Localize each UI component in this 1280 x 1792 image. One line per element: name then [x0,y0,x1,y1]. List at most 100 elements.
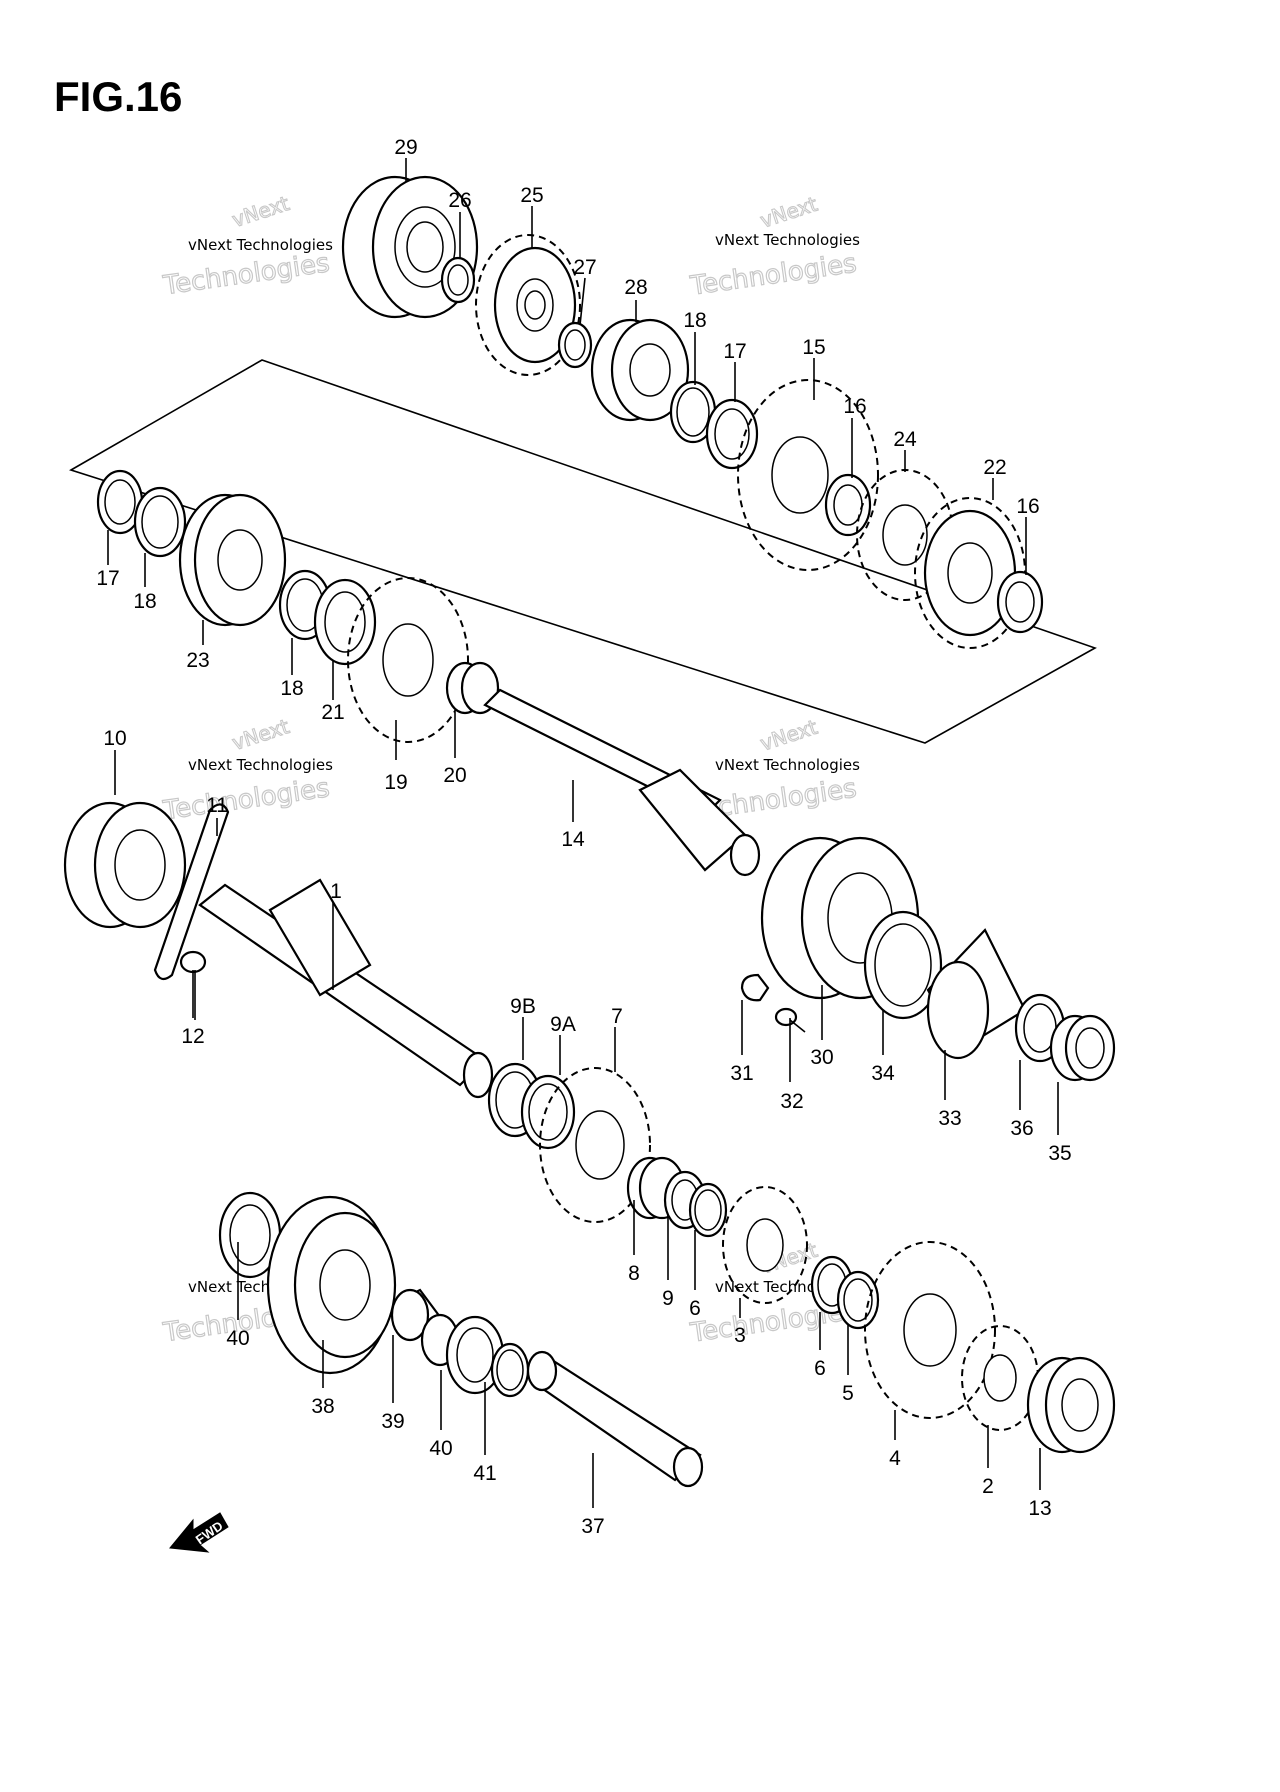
part-31-lock-tab [740,973,770,1002]
part-25-gear [475,234,581,376]
part-34-shim [863,910,943,1020]
label-28: 28 [624,276,647,299]
part-21-washer [313,578,377,666]
label-13: 13 [1028,1497,1051,1520]
label-16-top: 16 [843,395,866,418]
label-31: 31 [730,1062,753,1085]
label-7: 7 [611,1005,623,1028]
label-18-top: 18 [683,309,706,332]
label-3: 3 [734,1324,746,1347]
label-25: 25 [520,184,543,207]
part-1-shaft [198,878,494,1099]
part-14-shaft [483,688,761,877]
watermark-brand: vNext [229,191,292,232]
label-24: 24 [893,428,917,451]
label-18-mid: 18 [280,677,303,700]
label-39: 39 [381,1410,404,1433]
label-18-left: 18 [133,590,156,613]
watermark-top-left: vNext vNext Technologies Technologies [160,190,333,301]
label-21: 21 [321,701,344,724]
label-8: 8 [628,1262,640,1285]
part-37-shaft [526,1350,704,1488]
label-9a: 9A [550,1013,576,1036]
part-28-collar [590,318,690,422]
watermark-text-large: Technologies [161,248,332,301]
label-41: 41 [473,1462,496,1485]
watermark-text: vNext Technologies [188,756,333,774]
label-17-top: 17 [723,340,746,363]
figure-title: FIG.16 [54,73,182,120]
label-12: 12 [181,1025,204,1048]
label-4: 4 [889,1447,901,1470]
label-19: 19 [384,771,407,794]
watermark-text-large: Technologies [161,773,332,826]
part-27-washer [557,321,593,369]
label-10: 10 [103,727,126,750]
watermark-brand: vNext [229,714,292,755]
watermark-text: vNext Technologies [188,236,333,254]
watermark-brand: vNext [757,715,820,756]
part-labels: 29 26 25 27 28 18 17 15 16 24 22 16 17 1… [96,136,1071,1538]
label-26: 26 [448,189,471,212]
part-20-bushing [445,661,500,715]
part-2-gear [961,1325,1039,1431]
label-27: 27 [573,256,596,279]
part-10-bearing [63,801,187,929]
part-18-circlip-left [133,486,187,558]
label-6-right: 6 [814,1357,826,1380]
label-29: 29 [394,136,417,159]
part-13-bearing [1026,1356,1116,1454]
part-40-washer-mid [445,1315,505,1395]
part-32-screw [774,1007,806,1033]
watermark-brand: vNext [757,192,820,233]
label-11: 11 [206,794,228,817]
label-17-left: 17 [96,567,119,590]
label-9: 9 [662,1287,674,1310]
part-19-gear [347,577,469,743]
part-39-bushing [390,1288,460,1367]
label-20: 20 [443,764,466,787]
part-23-hub [178,493,287,627]
part-33-bevel-gear [926,928,1027,1060]
watermark: vNext vNext Technologies Technologies vN… [160,190,860,1349]
label-35: 35 [1048,1142,1071,1165]
part-26-washer [440,256,476,304]
part-12-screw [179,950,207,1020]
part-35-nut [1049,1014,1116,1082]
part-4-gear [864,1241,996,1419]
label-30: 30 [810,1046,833,1069]
part-17-washer-left [96,469,144,535]
label-6-left: 6 [689,1297,701,1320]
label-34: 34 [871,1062,895,1085]
label-23: 23 [186,649,209,672]
label-37: 37 [581,1515,604,1538]
part-38-gear [266,1195,397,1375]
label-9b: 9B [510,995,536,1018]
part-16-bushing-right [996,570,1044,634]
part-18-circlip-top [669,380,717,444]
label-33: 33 [938,1107,961,1130]
part-3-gear [722,1186,808,1304]
label-32: 32 [780,1090,803,1113]
part-6-circlip-left [688,1182,728,1238]
label-38: 38 [311,1395,334,1418]
label-22: 22 [983,456,1006,479]
label-40-left: 40 [226,1327,249,1350]
part-9a-washer [520,1074,576,1150]
part-5-washer [836,1270,880,1330]
watermark-top-mid: vNext vNext Technologies Technologies [687,191,860,302]
subassembly-outline [69,359,1097,744]
watermark-text-large: Technologies [688,249,859,302]
label-5: 5 [842,1382,854,1405]
watermark-text: vNext Technologies [715,231,860,249]
watermark-text: vNext Technologies [715,756,860,774]
watermark-mid-left: vNext vNext Technologies Technologies [160,713,333,826]
leader-lines [107,158,1059,1508]
part-7-gear [539,1067,651,1223]
label-16-right: 16 [1016,495,1039,518]
fwd-arrow-icon: FWD [169,1512,229,1553]
part-17-washer-top [705,398,759,470]
part-11-plate [153,803,230,981]
label-36: 36 [1010,1117,1033,1140]
